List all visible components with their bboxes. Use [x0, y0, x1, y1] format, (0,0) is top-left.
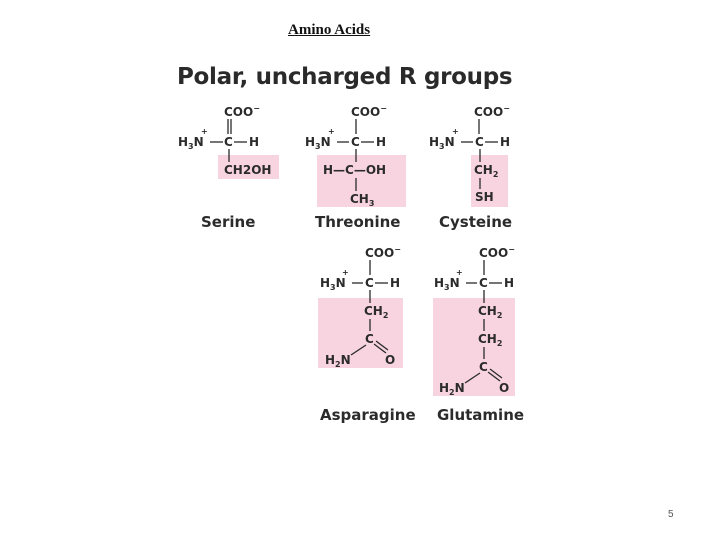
- bond: [489, 368, 503, 379]
- serine-alpha-h: H: [249, 135, 259, 149]
- glutamine-r-oxygen: O: [499, 381, 509, 395]
- glutamine-amine: H3N: [434, 276, 460, 292]
- serine-structure: COO− + H3N C H CH2OH Serine: [178, 104, 279, 231]
- section-heading: Polar, uncharged R groups: [177, 64, 513, 90]
- glutamine-alpha-carbon: C: [479, 276, 488, 290]
- glutamine-r-amide-n: H2N: [439, 381, 465, 397]
- glutamine-carboxyl: COO−: [479, 245, 515, 260]
- threonine-r-group-line2: CH3: [350, 192, 374, 208]
- cysteine-r-group-highlight: [471, 155, 508, 207]
- threonine-r-group-highlight: [317, 155, 406, 207]
- glutamine-r-ch2-second: CH2: [478, 332, 502, 348]
- threonine-carboxyl: COO−: [351, 104, 387, 119]
- glutamine-alpha-h: H: [504, 276, 514, 290]
- asparagine-name: Asparagine: [320, 406, 416, 424]
- asparagine-r-amide-n: H2N: [325, 353, 351, 369]
- asparagine-r-oxygen: O: [385, 353, 395, 367]
- cysteine-alpha-h: H: [500, 135, 510, 149]
- glutamine-structure: COO− + H3N C H CH2 CH2 C H2N O Glutamine: [433, 245, 524, 424]
- glutamine-r-carbon: C: [479, 360, 488, 374]
- page-title: Amino Acids: [288, 22, 371, 38]
- asparagine-amine-charge: +: [342, 268, 349, 277]
- serine-r-group: CH2OH: [224, 163, 271, 177]
- threonine-structure: COO− + H3N C H H—C—OH CH3 Threonine: [305, 104, 406, 231]
- bond: [373, 343, 387, 354]
- asparagine-alpha-h: H: [390, 276, 400, 290]
- serine-alpha-carbon: C: [224, 135, 233, 149]
- threonine-alpha-h: H: [376, 135, 386, 149]
- asparagine-structure: COO− + H3N C H CH2 C H2N O Asparagine: [318, 245, 416, 424]
- glutamine-r-ch2-first: CH2: [478, 304, 502, 320]
- cysteine-carboxyl: COO−: [474, 104, 510, 119]
- asparagine-carboxyl: COO−: [365, 245, 401, 260]
- serine-r-group-highlight: [218, 155, 279, 179]
- cysteine-amine: H3N: [429, 135, 455, 151]
- serine-name: Serine: [201, 213, 255, 231]
- serine-amine: H3N: [178, 135, 204, 151]
- page-number: 5: [668, 509, 674, 520]
- asparagine-r-carbon: C: [365, 332, 374, 346]
- serine-amine-charge: +: [201, 127, 208, 136]
- cysteine-alpha-carbon: C: [475, 135, 484, 149]
- threonine-alpha-carbon: C: [351, 135, 360, 149]
- cysteine-r-group-line2: SH: [475, 190, 494, 204]
- cysteine-structure: COO− + H3N C H CH2 SH Cysteine: [429, 104, 512, 231]
- bond: [487, 371, 501, 382]
- asparagine-r-group-highlight: [318, 298, 403, 368]
- threonine-amine: H3N: [305, 135, 331, 151]
- glutamine-r-group-highlight: [433, 298, 515, 396]
- asparagine-alpha-carbon: C: [365, 276, 374, 290]
- threonine-r-group-line1: H—C—OH: [323, 163, 386, 177]
- asparagine-r-ch2: CH2: [364, 304, 388, 320]
- serine-carboxyl: COO−: [224, 104, 260, 119]
- glutamine-amine-charge: +: [456, 268, 463, 277]
- cysteine-amine-charge: +: [452, 127, 459, 136]
- threonine-name: Threonine: [315, 213, 400, 231]
- threonine-amine-charge: +: [328, 127, 335, 136]
- bond: [375, 340, 389, 351]
- bond: [350, 344, 367, 356]
- asparagine-amine: H3N: [320, 276, 346, 292]
- cysteine-r-group-line1: CH2: [474, 163, 498, 179]
- glutamine-name: Glutamine: [437, 406, 524, 424]
- cysteine-name: Cysteine: [439, 213, 512, 231]
- bond: [464, 372, 481, 384]
